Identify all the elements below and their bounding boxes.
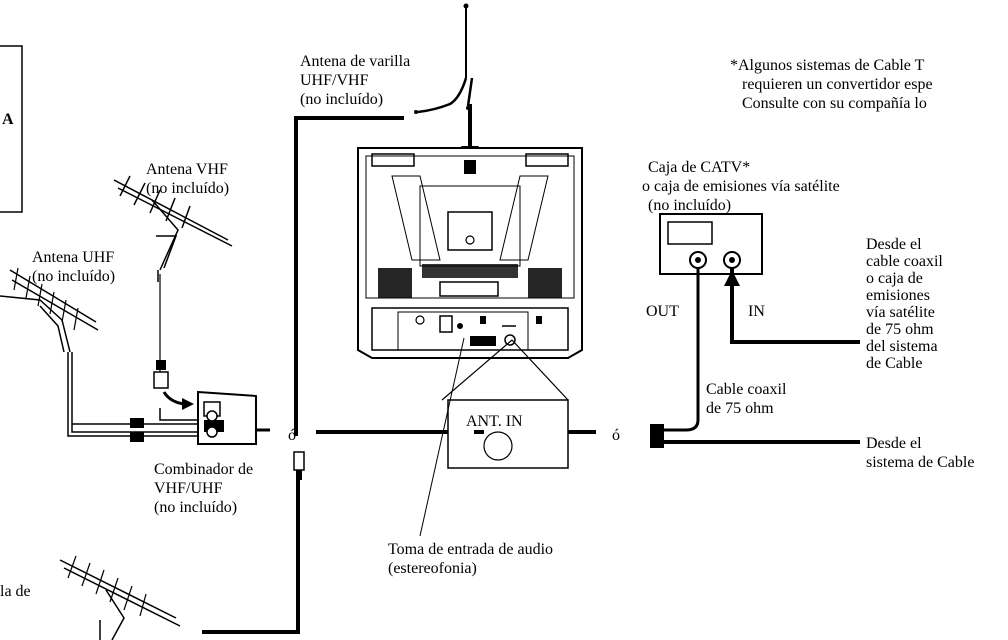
uhf-antenna-label: Antena UHF (no incluído) [32, 248, 115, 286]
from-system-line1: Desde el [866, 435, 922, 452]
from-coax-line: emisiones [866, 287, 930, 304]
left-info-box [0, 45, 23, 213]
from-coax-line: del sistema [866, 338, 938, 355]
uhf-antenna-line2: (no incluído) [32, 268, 116, 285]
coax-cable-line2: de 75 ohm [706, 400, 774, 417]
from-system-line2: sistema de Cable [866, 454, 975, 471]
catv-box-line2: o caja de emisiones vía satélite [642, 178, 840, 195]
combiner-line1: Combinador de [154, 461, 254, 478]
catv-box-label: Caja de CATV* o caja de emisiones vía sa… [642, 158, 840, 215]
from-system-label: Desde el sistema de Cable [866, 434, 974, 472]
in-port-label: IN [748, 303, 765, 320]
from-coax-line: de 75 ohm [866, 321, 934, 338]
from-coax-line: o caja de [866, 270, 923, 287]
coax-cable-label: Cable coaxil de 75 ohm [706, 380, 786, 418]
from-coax-line: vía satélite [866, 304, 935, 321]
note-line2: requieren un convertidor espe [742, 76, 933, 93]
coax-cable-line1: Cable coaxil [706, 381, 787, 398]
bottom-antenna-cable [202, 480, 300, 634]
vhf-antenna-label: Antena VHF (no incluído) [146, 160, 229, 198]
tv-back-illustration [357, 147, 583, 359]
audio-jack-line1: Toma de entrada de audio [388, 541, 554, 558]
rod-antenna-illustration [414, 3, 479, 162]
from-coax-label: Desde el cable coaxil o caja de emisione… [866, 236, 943, 372]
note-text: *Algunos sistemas de Cable T requieren u… [730, 56, 933, 113]
from-coax-line: de Cable [866, 355, 923, 372]
bottom-antenna-illustration [59, 555, 181, 640]
combiner-illustration [67, 390, 305, 480]
audio-jack-leader [419, 337, 465, 537]
audio-jack-line2: (estereofonia) [388, 560, 477, 577]
ant-in-zoom [441, 339, 569, 469]
vhf-antenna-line2: (no incluído) [146, 180, 230, 197]
audio-jack-label: Toma de entrada de audio (estereofonia) [388, 540, 553, 578]
catv-box-illustration [659, 213, 763, 275]
rod-antenna-line2: UHF/VHF [300, 72, 369, 89]
box-fragment-label: A [2, 111, 14, 128]
vhf-antenna-line1: Antena VHF [146, 161, 228, 178]
uhf-antenna-illustration [0, 267, 99, 428]
uhf-antenna-line1: Antena UHF [32, 249, 115, 266]
vhf-antenna-illustration [113, 175, 233, 410]
from-coax-line: cable coaxil [866, 253, 943, 270]
or-right-label: ó [612, 427, 620, 444]
or-left-label: ó [288, 427, 296, 444]
cable-system-cable [650, 436, 860, 448]
catv-box-line1: Caja de CATV* [648, 159, 751, 176]
rod-antenna-line3: (no incluído) [300, 91, 384, 108]
note-line1: *Algunos sistemas de Cable T [730, 57, 925, 74]
combiner-line3: (no incluído) [154, 499, 238, 516]
rod-antenna-label: Antena de varilla UHF/VHF (no incluído) [300, 52, 410, 109]
note-line3: Consulte con su compañía lo [742, 95, 927, 112]
out-port-label: OUT [646, 303, 679, 320]
catv-out-cable [650, 268, 700, 436]
from-coax-line: Desde el [866, 236, 922, 253]
rod-antenna-cable [294, 116, 404, 436]
combiner-label: Combinador de VHF/UHF (no incluído) [154, 460, 253, 517]
combiner-line2: VHF/UHF [154, 480, 223, 497]
rod-antenna-line1: Antena de varilla [300, 53, 411, 70]
catv-in-cable [724, 268, 860, 344]
catv-box-line3: (no incluído) [648, 197, 732, 214]
ant-in-label: ANT. IN [466, 413, 523, 430]
bottom-antenna-label: la de [0, 583, 31, 600]
